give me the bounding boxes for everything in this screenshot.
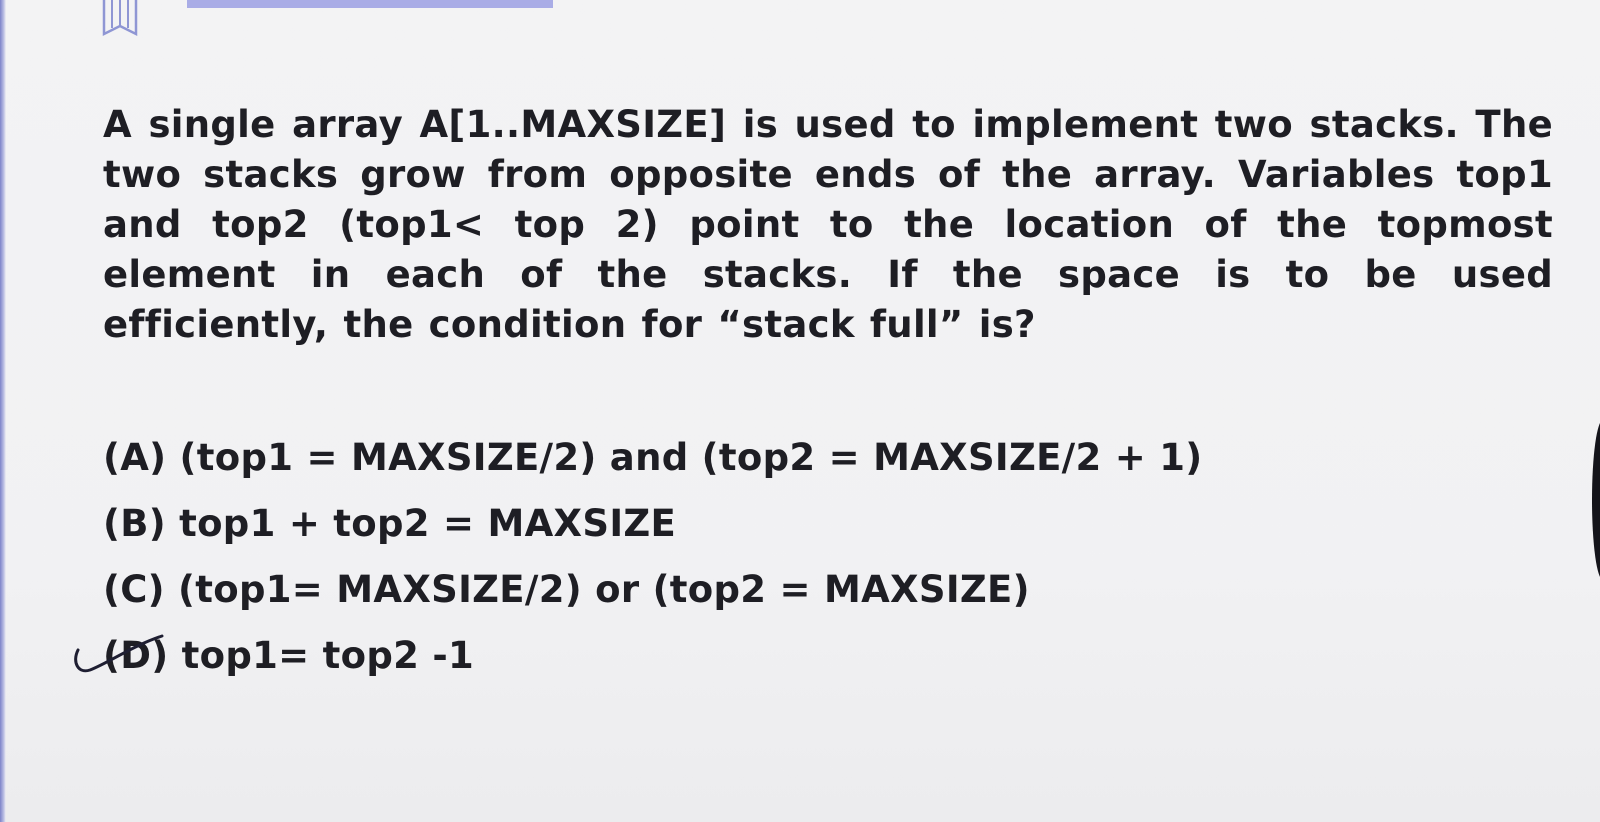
options-list: (A) (top1 = MAXSIZE/2) and (top2 = MAXSI…	[103, 425, 1202, 689]
option-d: (D) top1= top2 -1	[103, 634, 475, 677]
bookmark-icon	[102, 0, 138, 37]
question-text: A single array A[1..MAXSIZE] is used to …	[103, 103, 1553, 346]
left-edge-bar	[0, 0, 6, 822]
option-a: (A) (top1 = MAXSIZE/2) and (top2 = MAXSI…	[103, 436, 1203, 479]
top-banner	[187, 0, 553, 8]
right-edge-shape	[1592, 420, 1600, 580]
option-c: (C) (top1= MAXSIZE/2) or (top2 = MAXSIZE…	[103, 568, 1030, 611]
option-b: (B) top1 + top2 = MAXSIZE	[103, 502, 677, 545]
check-mark-icon	[74, 634, 164, 673]
